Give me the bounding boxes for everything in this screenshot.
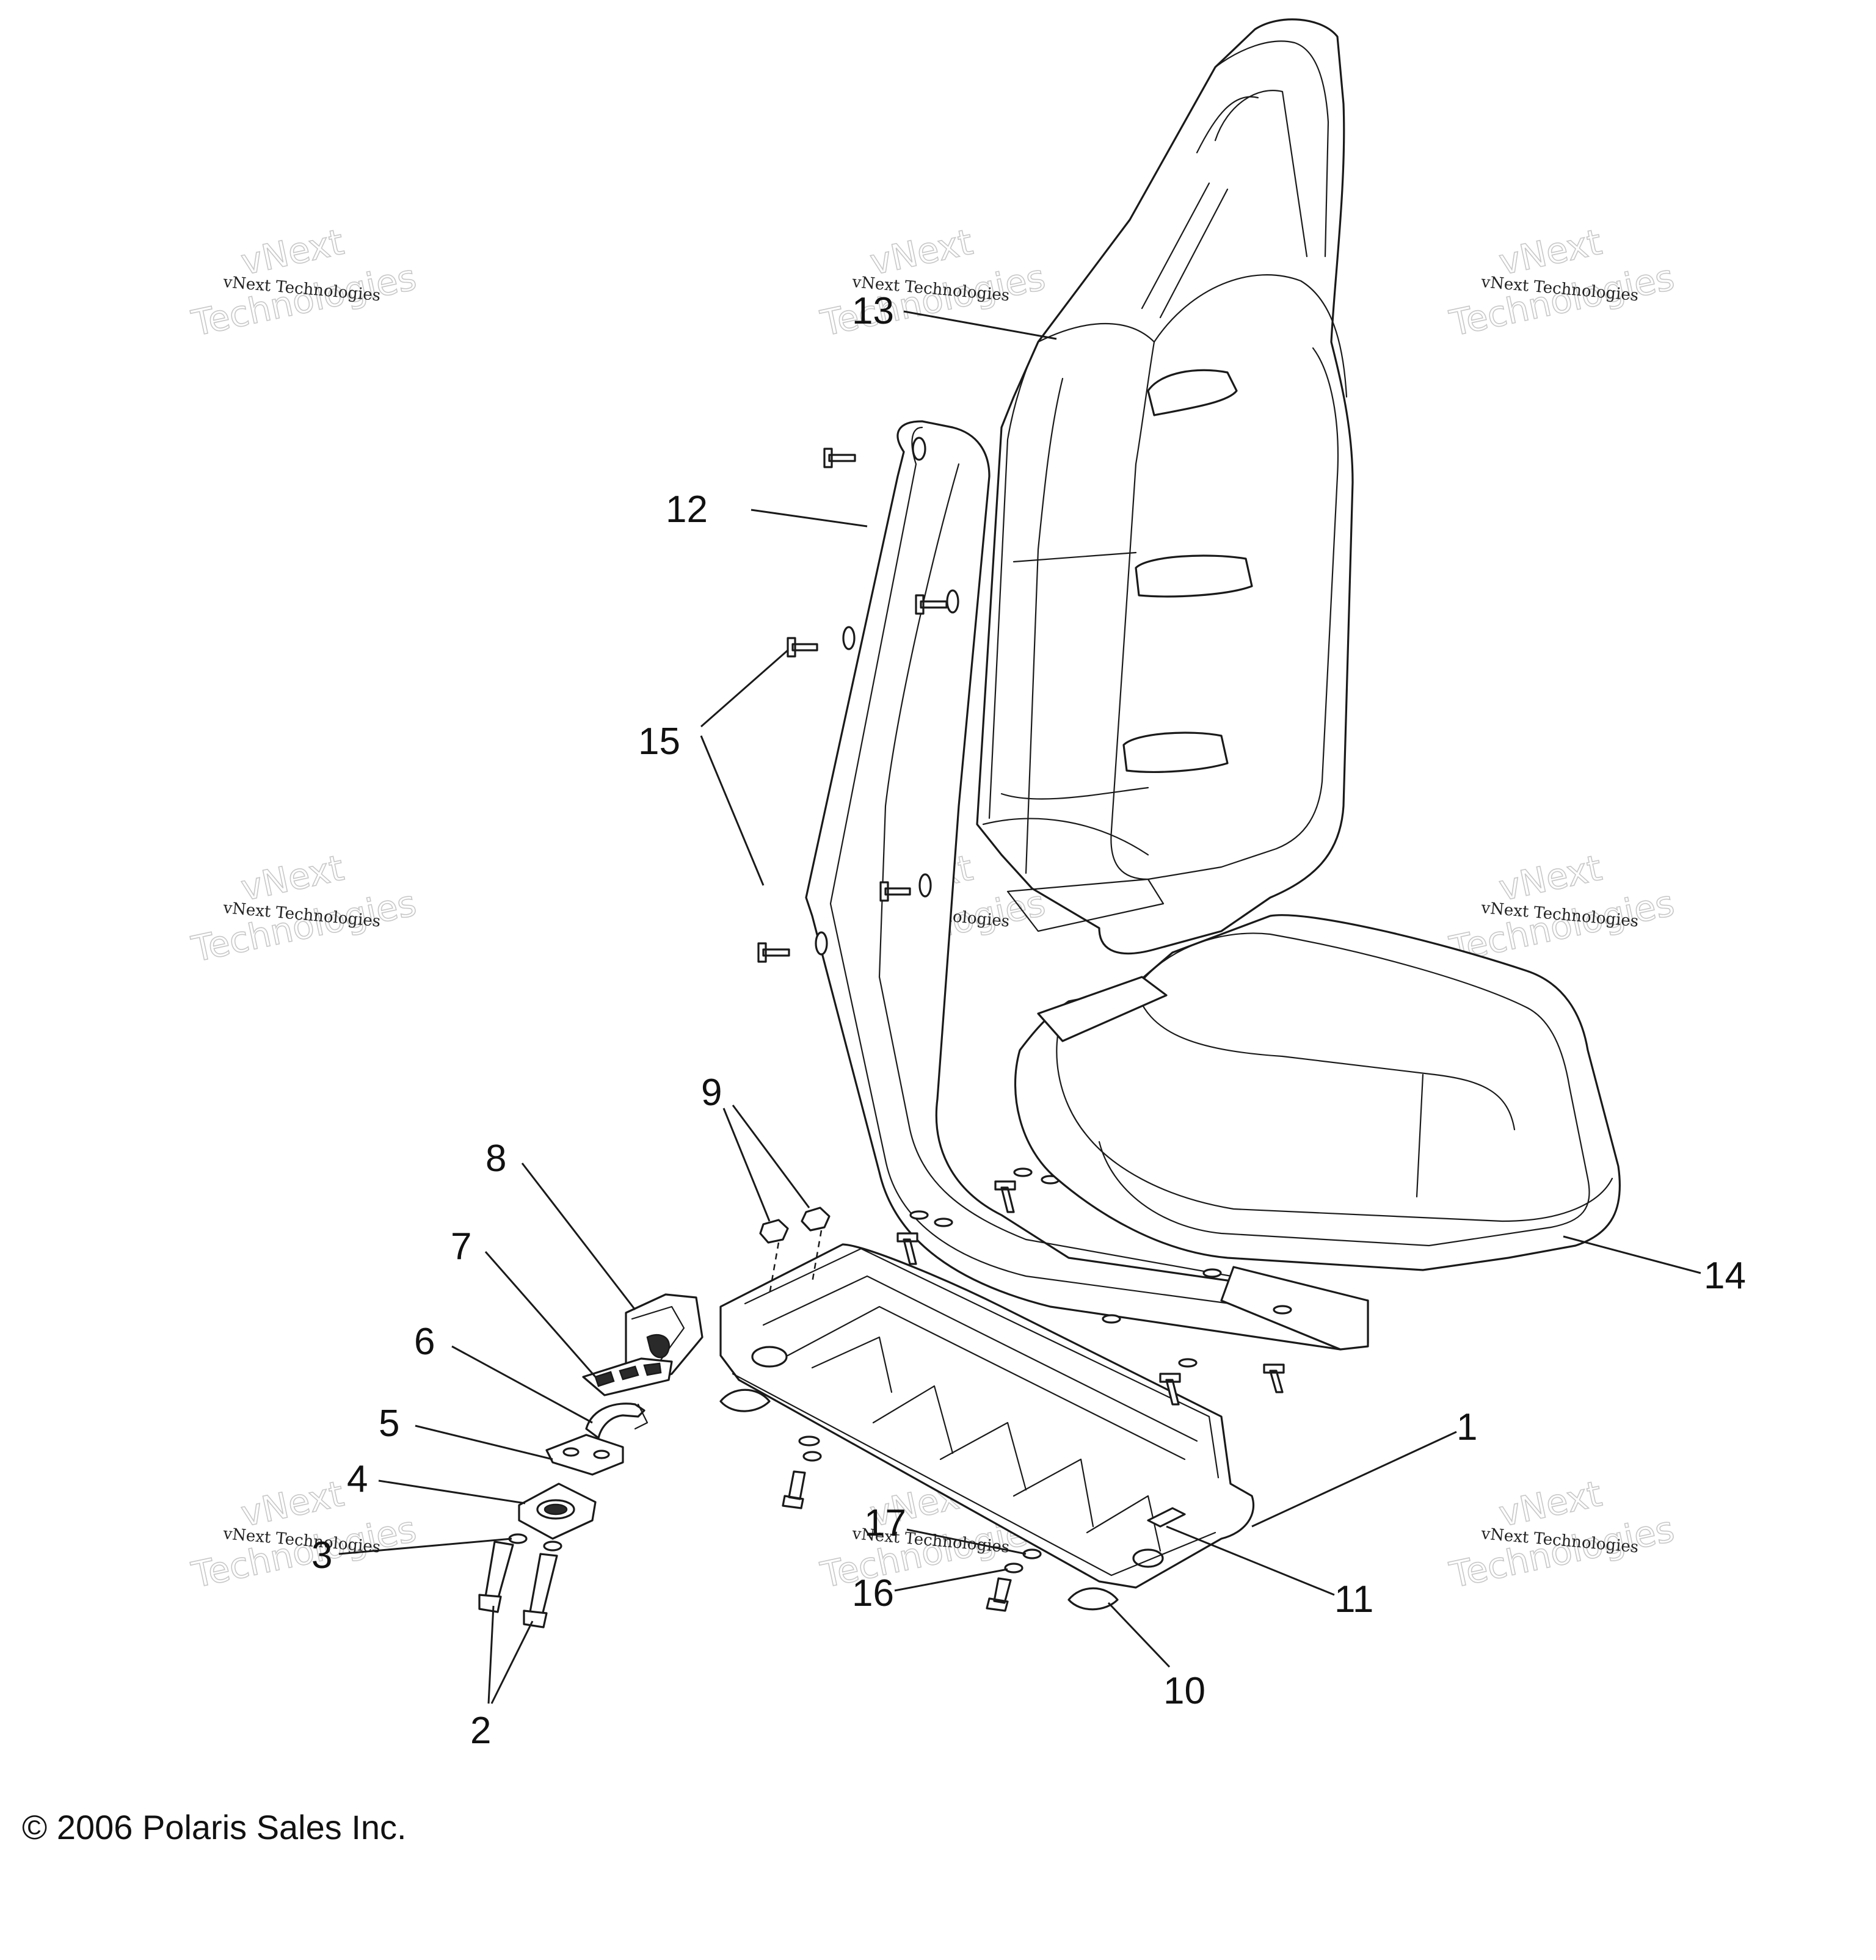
nut-9a xyxy=(759,1219,789,1244)
seat-frame-lower-arm xyxy=(1220,1266,1369,1351)
leader-12 xyxy=(751,509,868,528)
seat-frame-hole-4 xyxy=(815,931,828,956)
seat-back-outline xyxy=(976,18,1354,955)
seat-frame-outer xyxy=(805,420,1369,1351)
callout-1: 1 xyxy=(1456,1406,1477,1448)
base-slider-hole-left xyxy=(751,1346,788,1368)
callout-15: 15 xyxy=(638,720,680,763)
seat-bottom-front-bracket xyxy=(1037,976,1168,1042)
seat-back-front-panel xyxy=(1110,341,1339,880)
base-slider-body xyxy=(719,1243,1255,1589)
watermark-bottom-right: vNext Technologies vNext Technologies xyxy=(1445,1472,1678,1597)
callout-10: 10 xyxy=(1163,1670,1205,1712)
leader-1 xyxy=(1251,1431,1457,1528)
callout-2: 2 xyxy=(470,1710,491,1752)
seat-back-crease-1 xyxy=(1000,551,1149,800)
callout-7: 7 xyxy=(451,1225,471,1268)
leader-16 xyxy=(894,1568,1008,1592)
seat-back-lower-edge xyxy=(982,818,1165,932)
watermark-bottom-left: vNext Technologies vNext Technologies xyxy=(187,1472,420,1597)
leader-8 xyxy=(521,1163,636,1310)
leader-lines xyxy=(338,310,1701,1704)
seat-frame-hole-top xyxy=(912,437,926,461)
leader-14 xyxy=(1563,1235,1701,1274)
latch-spring-7 xyxy=(582,1357,673,1396)
callout-4: 4 xyxy=(347,1458,368,1500)
leader-5 xyxy=(415,1425,553,1461)
seat-back-inner-rail-left xyxy=(1214,90,1308,258)
nut-9b xyxy=(801,1207,831,1232)
seat-back xyxy=(976,18,1354,955)
watermark-top-left: vNext Technologies vNext Technologies xyxy=(187,220,420,345)
seat-frame-holes-lower xyxy=(909,1167,1292,1368)
seat-bottom-cushion-top xyxy=(1098,932,1590,1247)
leader-9a xyxy=(722,1108,771,1222)
leader-15b xyxy=(700,735,765,886)
seat-bottom xyxy=(1014,914,1621,1271)
leader-10 xyxy=(1107,1602,1171,1668)
leader-7 xyxy=(484,1251,597,1377)
bumper-10 xyxy=(1067,1587,1119,1611)
seat-frame xyxy=(805,420,1369,1368)
seat-frame-hole-3 xyxy=(918,873,932,898)
seat-frame-inner-edge xyxy=(829,426,1345,1320)
seat-back-shoulder-curve xyxy=(1037,274,1348,398)
seat-back-strap-slot-upper xyxy=(1147,369,1238,416)
seat-back-top-ridge xyxy=(1214,40,1329,258)
callout-labels: 13 12 15 14 1 11 10 9 8 7 6 5 4 3 2 17 1… xyxy=(311,290,1746,1752)
copyright-notice: © 2006 Polaris Sales Inc. xyxy=(22,1808,407,1846)
base-slider-ribs xyxy=(811,1336,1162,1552)
seat-bottom-inner-line xyxy=(1135,988,1516,1198)
callout-5: 5 xyxy=(379,1403,399,1445)
leader-3 xyxy=(338,1537,512,1555)
leader-9b xyxy=(732,1105,810,1208)
callout-13: 13 xyxy=(852,290,894,332)
seat-bottom-front-lip xyxy=(1056,1012,1613,1222)
seat-back-strap-slot-lower xyxy=(1122,731,1229,773)
base-slider-hole-right xyxy=(1132,1548,1164,1568)
fasteners xyxy=(719,448,1285,1612)
seat-frame-hole-2 xyxy=(842,626,856,650)
bolts-2 xyxy=(478,1541,558,1628)
callout-17: 17 xyxy=(864,1502,906,1544)
watermark-middle-right: vNext Technologies vNext Technologies xyxy=(1445,846,1678,971)
callout-11: 11 xyxy=(1334,1578,1373,1621)
latch-hook-6 xyxy=(585,1403,649,1439)
leader-6 xyxy=(451,1345,593,1424)
seat-back-side-channel xyxy=(988,341,1064,874)
seat-back-slot-upper xyxy=(1141,182,1229,319)
seat-back-strap-slot-middle xyxy=(1135,554,1253,598)
base-slider-rail-inner xyxy=(762,1275,1198,1461)
watermark-middle-left: vNext Technologies vNext Technologies xyxy=(187,846,420,971)
leader-2b xyxy=(490,1621,534,1704)
leader-11 xyxy=(1166,1525,1335,1596)
callout-12: 12 xyxy=(666,488,708,531)
leader-2a xyxy=(487,1605,495,1704)
callout-14: 14 xyxy=(1704,1255,1746,1297)
callout-6: 6 xyxy=(414,1321,435,1363)
seat-frame-hole-1 xyxy=(946,589,959,614)
seat-frame-inner-loop xyxy=(878,463,1369,1302)
leader-4 xyxy=(378,1479,526,1504)
callout-9: 9 xyxy=(701,1072,722,1114)
base-slider-top-edge xyxy=(744,1247,1220,1479)
seat-back-inner-rail-right xyxy=(1196,96,1259,154)
leader-17 xyxy=(906,1528,1027,1555)
rail-slot-11 xyxy=(1147,1507,1186,1528)
callout-3: 3 xyxy=(311,1534,332,1577)
callout-16: 16 xyxy=(852,1572,894,1614)
leader-13 xyxy=(903,310,1057,340)
leader-15a xyxy=(700,649,788,728)
latch-base-4 xyxy=(518,1483,597,1540)
watermark-top-right: vNext Technologies vNext Technologies xyxy=(1445,220,1678,345)
latch-plate-5 xyxy=(545,1434,624,1476)
bumper-left xyxy=(719,1388,771,1412)
callout-8: 8 xyxy=(485,1138,506,1180)
seat-bottom-outline xyxy=(1014,914,1621,1271)
